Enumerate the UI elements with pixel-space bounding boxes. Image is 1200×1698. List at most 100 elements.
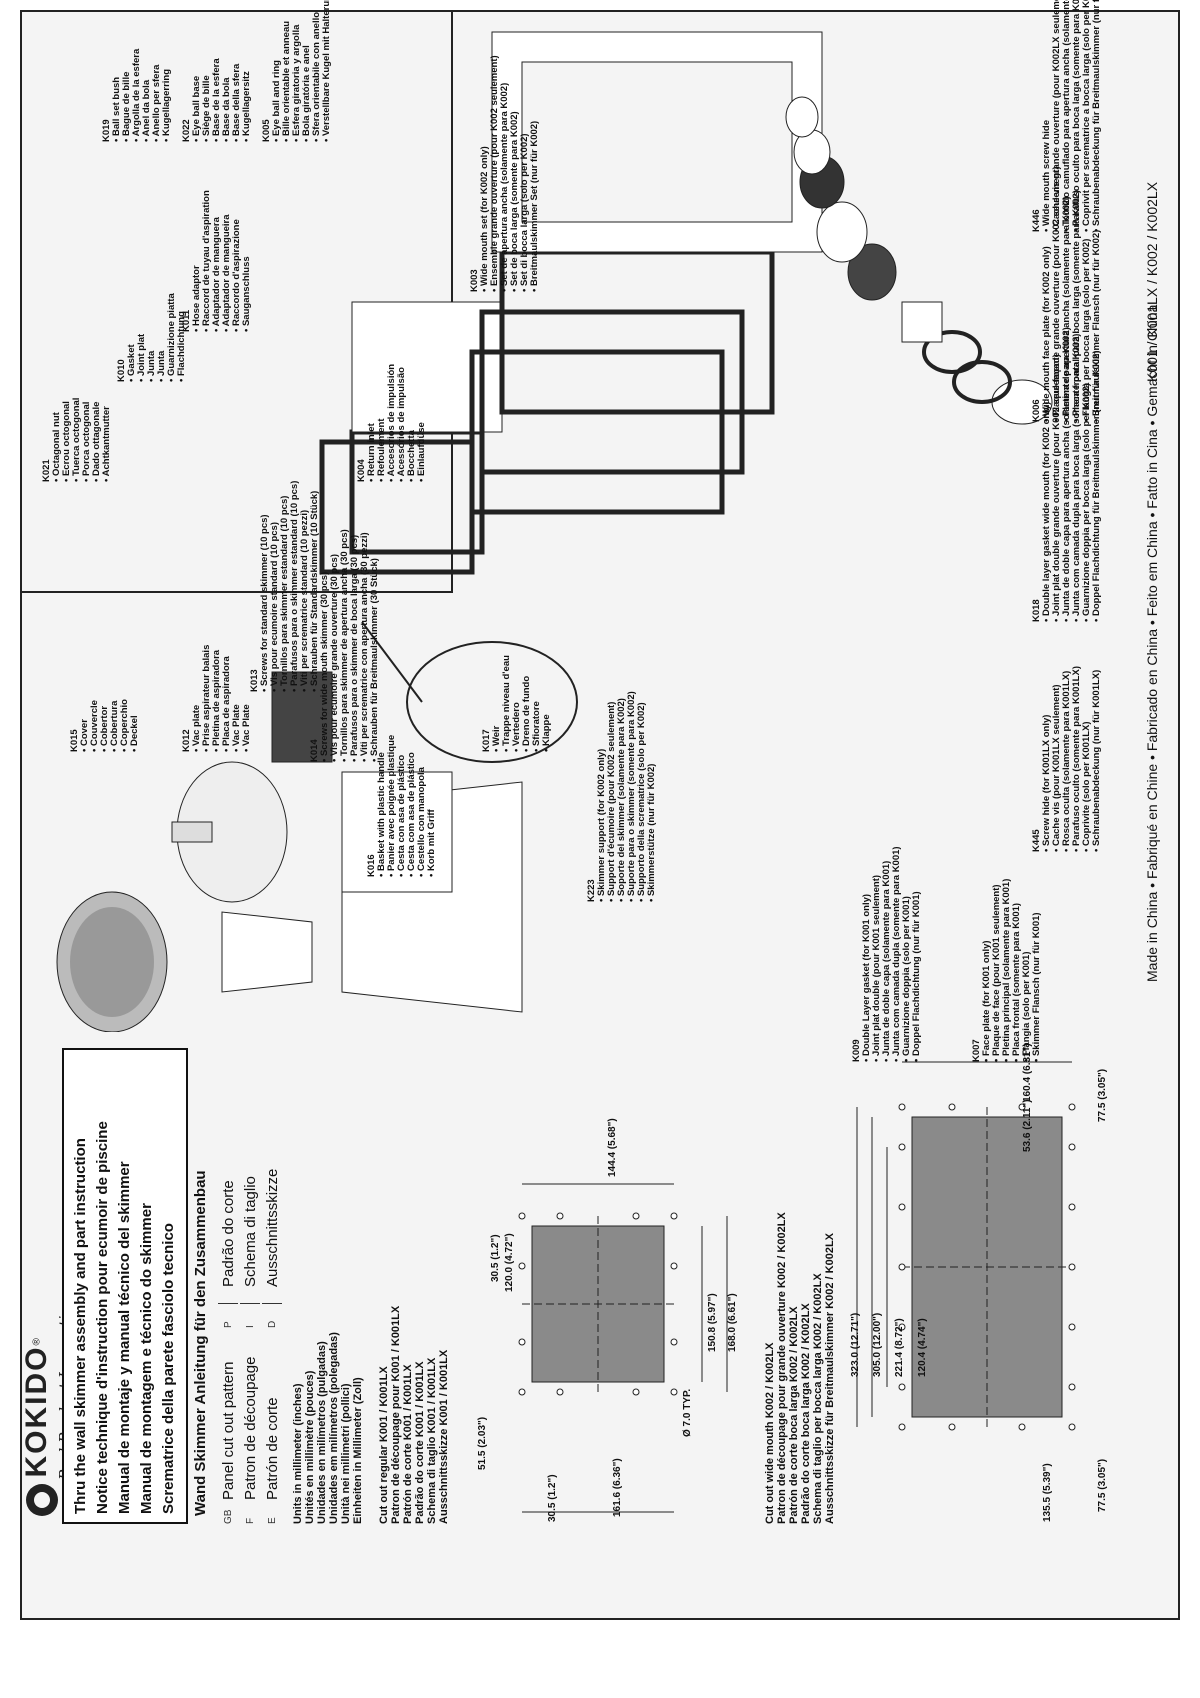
language-row: F Patron de découpage I Schema di taglio (240, 1169, 262, 1524)
lang-name: Panel cut out pattern (220, 1361, 237, 1500)
basket-shape (221, 911, 313, 993)
lang-code: E (267, 1517, 278, 1524)
language-row: E Patrón de corte D Ausschnittsskizze (262, 1169, 284, 1524)
wide-gasket-shape (469, 349, 725, 515)
dim-label: 135.5 (5.39") (1042, 1463, 1053, 1522)
language-row: GB Panel cut out pattern P Padrão do cor… (218, 1169, 240, 1524)
brand-registered: ® (31, 1338, 43, 1346)
title-line: Scrematrice della parete fasciolo tecnic… (160, 1223, 177, 1514)
part-label-k019: K019 Ball set bushBague de billeArgolla … (101, 49, 172, 142)
part-label-k021: K021 Octagonal nutEcrou octogonalTuerca … (41, 398, 112, 482)
lang-name: Patrón de corte (264, 1397, 281, 1500)
made-in-line: Made in China • Fabriqué en Chine • Fabr… (1144, 304, 1160, 982)
part-description: Sauganschluss (241, 190, 252, 332)
dim-label: 77.5 (3.05") (1097, 1068, 1108, 1122)
part-label-k004: K004 Return inletRefoulementAccesorios d… (356, 364, 427, 482)
part-description: Breitmaulskimmer Set (nur für K002) (529, 55, 540, 292)
lang-code: D (267, 1320, 278, 1328)
part-label-k011: K011 Hose adaptorRaccord de tuyau d'aspi… (181, 190, 252, 332)
dim-label: 30.5 (1.2") (490, 1234, 501, 1282)
dim-label: 323.0 (12.71") (850, 1312, 861, 1377)
part-description: Kugellagerring (161, 49, 172, 142)
caption-line: Ausschnittsskizze für Breitmaulskimmer K… (824, 1232, 836, 1524)
rotated-content: KOKIDO® Pool Product Innovations Thru th… (20, 0, 1182, 1622)
caption-line: Ausschnittsskizze K001 / K001LX (438, 1349, 450, 1524)
caption-line: Padrão do corte K001 / K001LX (414, 1361, 426, 1524)
lang-name: Padrão do corte (220, 1180, 237, 1287)
part-label-k003: K003 Wide mouth set (for K002 only)Ensem… (469, 55, 540, 292)
lang-code: GB (223, 1509, 234, 1524)
dim-label: 305.0 (12.00") (872, 1312, 883, 1377)
units-line: Unidades em milímetros (polegadas) (328, 1332, 340, 1524)
cutout-wide-diagram (856, 1061, 1076, 1431)
part-description: Doppel Flachdichtung (nur für K001) (911, 846, 922, 1062)
caption-line: Cut out wide mouth K002 / K002LX (764, 1342, 776, 1524)
instruction-sheet: KOKIDO® Pool Product Innovations Thru th… (20, 0, 1182, 1622)
dim-label: 168.0 (6.61") (727, 1293, 738, 1352)
part-label-k005: K005 Eye ball and ringBille orientable e… (261, 0, 332, 142)
part-description: Einlaufdüse (416, 364, 427, 482)
lang-code: I (245, 1325, 256, 1328)
part-description: Schraubenabdeckung (nur für K001LX) (1091, 666, 1102, 852)
part-label-k010: K010 GasketJoint platJuntaJuntaGuarnizio… (116, 293, 187, 382)
dim-label: 120.4 (4.74") (917, 1318, 928, 1377)
units-line: Unità nei millimetri (pollici) (340, 1383, 352, 1524)
title-line: Manual de montagem e técnico do skimmer (138, 1203, 155, 1514)
cutout-wide-caption: Cut out wide mouth K002 / K002LX Patron … (764, 1212, 836, 1524)
units-note: Units in millimeter (inches) Unités en m… (292, 1332, 364, 1524)
dim-label: 51.5 (2.03") (477, 1416, 488, 1470)
language-legend: GB Panel cut out pattern P Padrão do cor… (218, 1169, 284, 1524)
part-description: Schrauben für Breitmaulskimmer (30 Stück… (369, 529, 380, 762)
cutout-regular-caption: Cut out regular K001 / K001LX Patron de … (378, 1306, 450, 1524)
part-label-k014: K014 Screws for wide mouth skimmer (30 p… (309, 529, 380, 762)
title-line: Wand Skimmer Anleitung für den Zusammenb… (192, 1170, 209, 1516)
part-label-k445: K445 Screw hide (for K001LX only)Cache v… (1031, 666, 1102, 852)
title-line: Thru the wall skimmer assembly and part … (72, 1138, 89, 1514)
part-label-k016: K016 Basket with plastic handlePanier av… (366, 735, 437, 877)
caption-line: Patrón de corte K001 / K001LX (402, 1364, 414, 1524)
caption-line: Patron de découpage pour K001 / K001LX (390, 1305, 402, 1524)
caption-line: Cut out regular K001 / K001LX (378, 1366, 390, 1524)
part-description: Korb mit Griff (426, 735, 437, 877)
screw-holes (518, 1212, 678, 1396)
lang-name: Patron de découpage (242, 1356, 259, 1500)
brand-name: KOKIDO (20, 1345, 53, 1478)
part-label-k007: K007 Face plate (for K001 only)Plaque de… (971, 879, 1042, 1062)
part-label-k012: K012 Vac platePrise aspirateur balaisPle… (181, 645, 252, 752)
model-line: K001 / K001LX / K002 / K002LX (1144, 181, 1160, 382)
dim-label: 221.4 (8.72") (894, 1318, 905, 1377)
dim-label: 150.8 (5.97") (707, 1293, 718, 1352)
part-label-k017: K017 WeirTrappe niveau d'eauVertederoDre… (481, 655, 552, 752)
part-label-k223: K223 Skimmer support (for K002 only)Supp… (586, 691, 657, 902)
dim-label: 144.4 (5.68") (607, 1118, 618, 1177)
part-description: Klappe (541, 655, 552, 752)
part-label-k009: K009 Double Layer gasket (for K001 only)… (851, 846, 922, 1062)
dim-label: Ø 7.0 TYP. (682, 1388, 693, 1437)
units-line: Einheiten in Millimeter (Zoll) (352, 1377, 364, 1524)
part-label-k015: K015 CoverCouvercleCobertorCoberturaCope… (69, 699, 140, 752)
exploded-view-drawing (22, 12, 1053, 1032)
part-description: Achtkantmutter (101, 398, 112, 482)
caption-line: Patron de découpage pour grande ouvertur… (776, 1212, 788, 1524)
part-description: Verstellbare Kugel mit Halterung (321, 0, 332, 142)
dim-label: 30.5 (1.2") (547, 1474, 558, 1522)
part-description: Skimmer Flansch (nur für K001) (1031, 879, 1042, 1062)
dim-label: 77.5 (3.05") (1097, 1458, 1108, 1512)
title-line: Manual de montaje y manual técnico del s… (116, 1161, 133, 1514)
cutout-regular-diagram (518, 1183, 728, 1513)
caption-line: Padrão do corte boca larga K002 / K002LX (800, 1303, 812, 1524)
screw-holes (898, 1103, 1076, 1431)
part-label-k446: K446 Wide mouth screw hideCache vis gran… (1031, 0, 1102, 232)
lang-name: Ausschnittsskizze (264, 1168, 281, 1287)
lang-code: F (245, 1517, 256, 1524)
caption-line: Patrón de corte boca larga K002 / K002LX (788, 1306, 800, 1524)
title-box: Thru the wall skimmer assembly and part … (62, 1048, 188, 1524)
units-line: Units in millimeter (inches) (292, 1383, 304, 1524)
part-label-k022: K022 Eye ball baseSiège de billeBase de … (181, 58, 252, 142)
caption-line: Schema di taglio K001 / K001LX (426, 1357, 438, 1524)
caption-line: Schema di taglio per bocca larga K002 / … (812, 1273, 824, 1524)
units-line: Unidades en milímetros (pulgadas) (316, 1341, 328, 1524)
lang-code: P (223, 1321, 234, 1328)
part-description: Deckel (129, 699, 140, 752)
part-description: Kugellagersitz (241, 58, 252, 142)
